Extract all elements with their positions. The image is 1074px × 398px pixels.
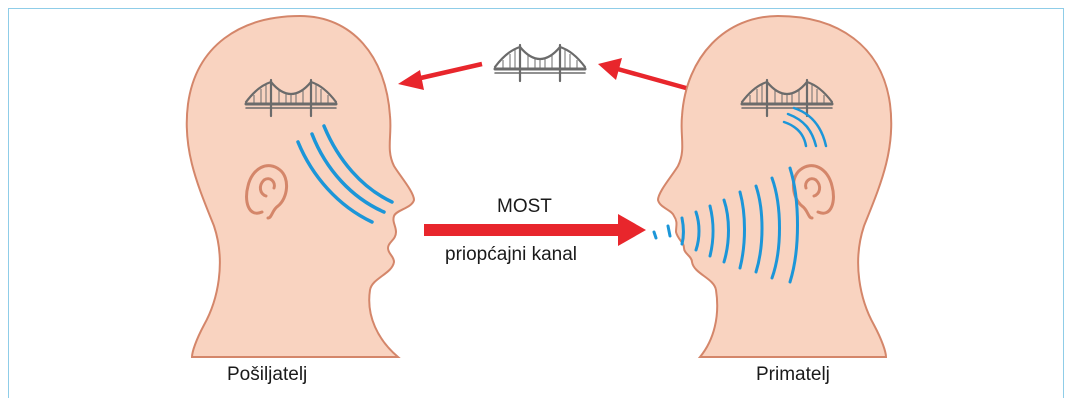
head-icon	[187, 16, 414, 357]
receiver-label: Primatelj	[756, 364, 830, 386]
receiver-head	[654, 16, 891, 357]
channel-label: priopćajni kanal	[445, 244, 577, 266]
sound-wave-icon	[654, 226, 670, 238]
bridge-icon	[495, 45, 585, 81]
sender-label: Pošiljatelj	[227, 364, 307, 386]
bridge-label: MOST	[497, 196, 552, 218]
sender-head	[187, 16, 414, 357]
